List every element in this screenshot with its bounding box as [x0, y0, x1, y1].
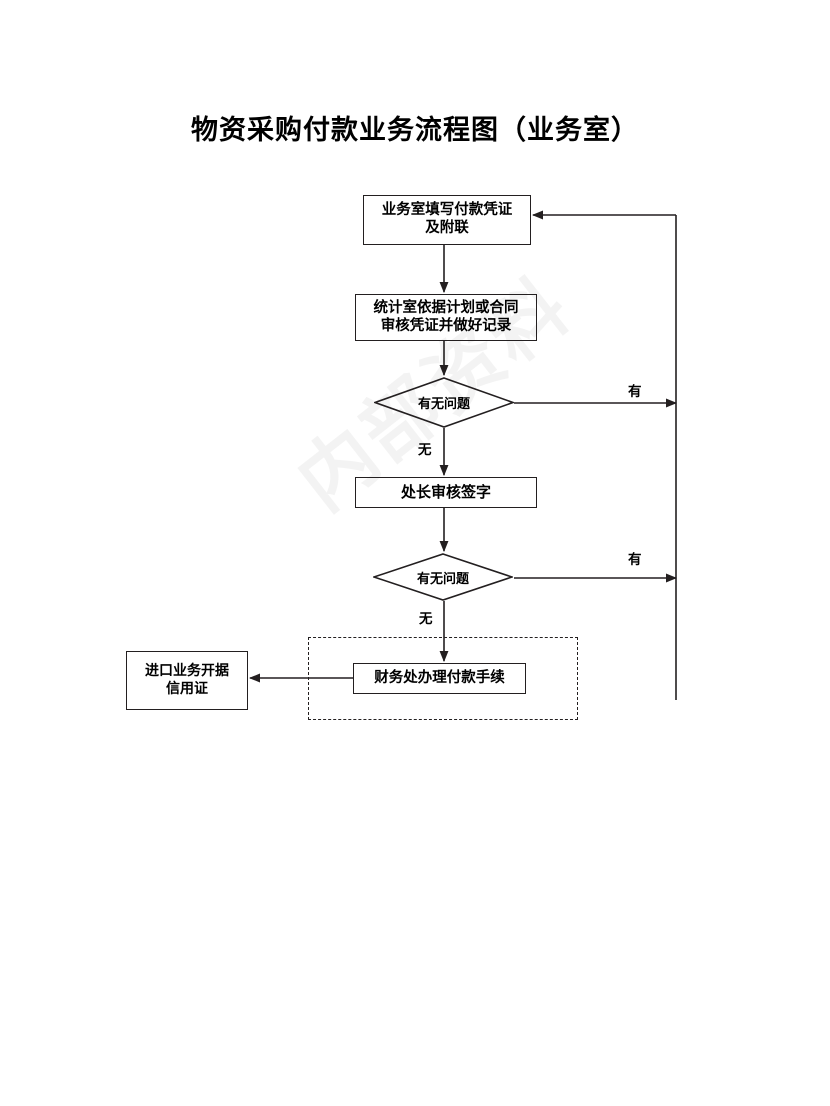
diamond-shape-icon [372, 377, 516, 428]
finance-group-region [308, 637, 578, 720]
edge-label-decision2-yes: 有 [628, 552, 642, 568]
node-finance[interactable]: 财务处办理付款手续 [353, 663, 526, 694]
edge-label-decision1-no: 无 [418, 442, 432, 458]
edge-label-decision2-no: 无 [419, 611, 433, 627]
page-title: 物资采购付款业务流程图（业务室） [191, 115, 639, 146]
node-import[interactable]: 进口业务开据 信用证 [126, 651, 248, 710]
diamond-shape-icon [371, 553, 515, 601]
edge-label-decision1-yes: 有 [628, 384, 642, 400]
node-decision-1[interactable]: 有无问题 [372, 377, 516, 428]
node-statistics[interactable]: 统计室依据计划或合同 审核凭证并做好记录 [355, 294, 537, 341]
node-voucher[interactable]: 业务室填写付款凭证 及附联 [363, 195, 531, 245]
node-signature[interactable]: 处长审核签字 [355, 477, 537, 508]
node-decision-2[interactable]: 有无问题 [371, 553, 515, 601]
